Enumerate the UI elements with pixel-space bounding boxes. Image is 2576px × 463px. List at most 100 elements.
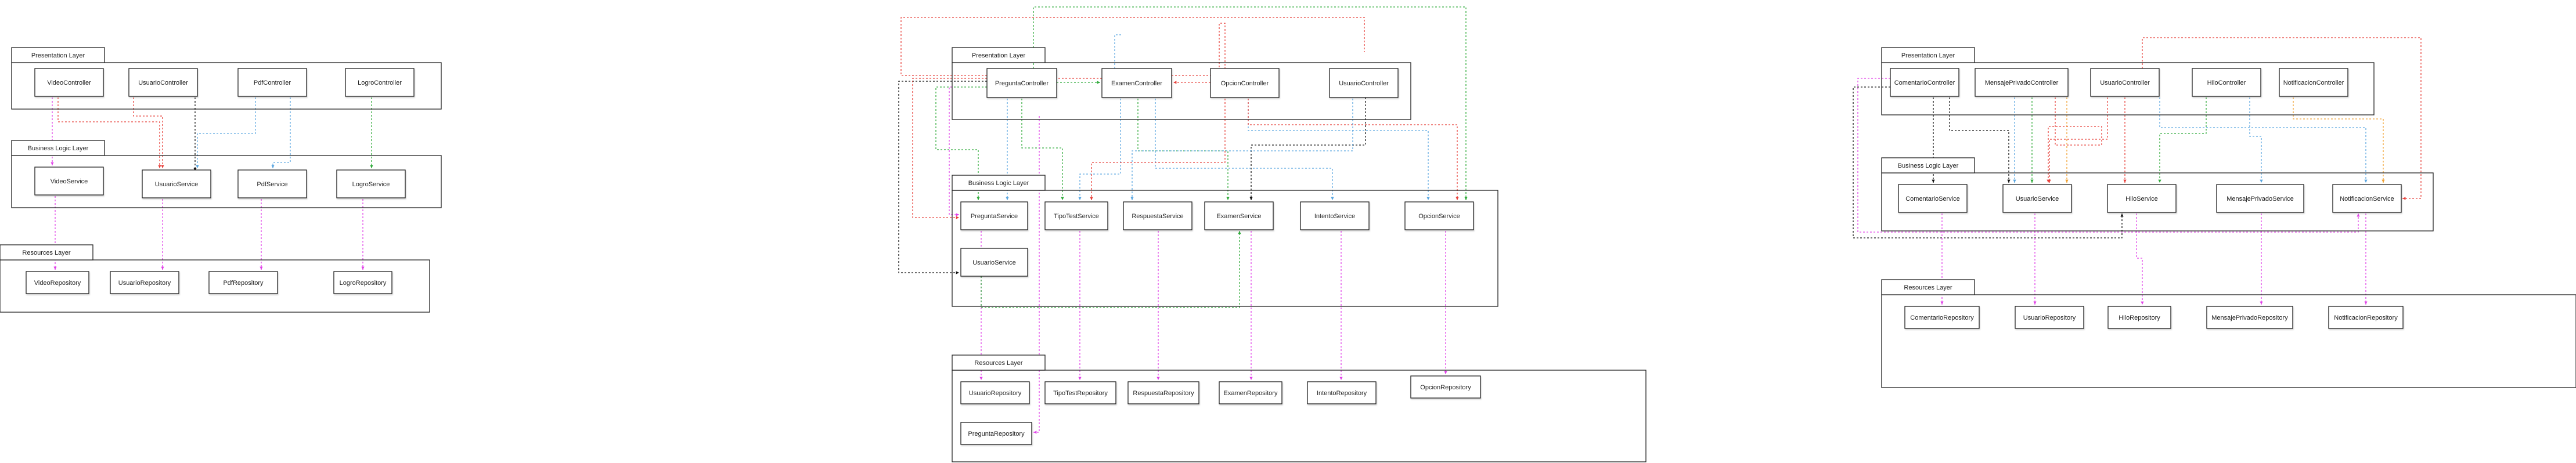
node-box [960, 422, 1032, 445]
diagram-3-node-notificacionservice: NotificacionService [2332, 184, 2402, 213]
diagram-2-node-respuestarepository: RespuestaRepository [1127, 381, 1199, 404]
edge-arrowhead-46 [2123, 179, 2127, 183]
edge-arrowhead-48 [2158, 179, 2161, 183]
edge-arrowhead-55 [2141, 301, 2144, 305]
node-box [2332, 184, 2402, 213]
diagram-3-resources-layer-frame [1881, 294, 2576, 388]
diagram-3-node-mensajeprivadorepository: MensajePrivadoRepository [2206, 306, 2293, 329]
diagram-3-business-logic-layer-tab [1881, 157, 1975, 173]
node-box [2192, 68, 2261, 97]
edge-green-48 [2159, 97, 2207, 183]
node-label: PdfRepository [223, 280, 264, 287]
edge-arrowhead-37 [1033, 431, 1037, 434]
edge-blue-49 [2249, 97, 2262, 183]
diagram-3-resources-layer-tab [1881, 279, 1975, 295]
edge-blue-51 [2159, 97, 2366, 183]
diagram-1-node-usuariocontroller: UsuarioController [128, 68, 198, 97]
node-label: PreguntaService [971, 213, 1018, 220]
edge-arrowhead-23 [1090, 197, 1093, 200]
edge-green-24 [1033, 6, 1467, 200]
node-label: VideoService [51, 178, 88, 185]
edge-blue-20 [1079, 99, 1121, 200]
edge-arrowhead-19 [956, 216, 959, 219]
node-box [34, 68, 104, 97]
diagram-3-node-hilocontroller: HiloController [2192, 68, 2261, 97]
diagram-1-business-logic-layer-title: Business Logic Layer [28, 145, 89, 152]
edge-arrowhead-32 [1078, 377, 1082, 380]
node-label: IntentoService [1314, 213, 1355, 220]
edge-arrowhead-31 [1238, 231, 1241, 234]
edge-arrowhead-10 [361, 266, 365, 270]
edge-arrowhead-27 [1455, 197, 1459, 200]
diagram-2-node-examenservice: ExamenService [1204, 201, 1274, 230]
edge-arrowhead-8 [161, 266, 164, 270]
node-box [2015, 306, 2084, 329]
edge-arrowhead-16 [1006, 197, 1009, 200]
node-box [1307, 381, 1377, 404]
edge-black-40 [1853, 86, 2123, 238]
diagram-3-node-usuarioservice: UsuarioService [2002, 184, 2072, 213]
edge-arrowhead-51 [2364, 179, 2368, 183]
node-label: PreguntaController [995, 80, 1049, 87]
edge-arrowhead-6 [370, 165, 373, 168]
edge-red-44 [2048, 97, 2102, 183]
node-label: UsuarioController [1339, 80, 1389, 87]
diagram-1-presentation-layer-title: Presentation Layer [31, 52, 85, 59]
edge-magenta-39 [1857, 78, 2359, 233]
node-label: UsuarioService [155, 181, 199, 188]
node-box [1890, 68, 1959, 97]
node-box [1329, 68, 1399, 98]
diagram-3-presentation-layer-frame [1881, 62, 2375, 115]
node-label: VideoRepository [34, 280, 81, 287]
node-label: PreguntaRepository [968, 431, 1025, 437]
edge-black-12 [898, 81, 987, 273]
node-box [1101, 68, 1172, 98]
diagram-2-node-preguntaservice: PreguntaService [960, 201, 1028, 230]
diagram-1-business-logic-layer-tab [11, 140, 105, 156]
edge-red-23 [1091, 23, 1226, 200]
diagram-2-business-logic-layer-frame [952, 190, 1498, 307]
node-box [960, 201, 1028, 230]
diagram-3-node-comentariorepository: ComentarioRepository [1904, 306, 1980, 329]
diagram-2-node-preguntacontroller: PreguntaController [986, 68, 1057, 98]
edge-blue-26 [1248, 99, 1429, 200]
node-box [1404, 201, 1474, 230]
edge-arrowhead-20 [1078, 197, 1082, 200]
diagram-2-presentation-layer-title: Presentation Layer [972, 52, 1026, 59]
edge-arrowhead-15 [977, 197, 980, 200]
edge-blue-4 [197, 97, 256, 168]
diagram-2-node-opcionrepository: OpcionRepository [1410, 375, 1481, 399]
edge-magenta-18 [949, 86, 959, 215]
diagram-3-node-hilorepository: HiloRepository [2107, 306, 2171, 329]
node-box [34, 167, 104, 196]
edge-arrowhead-5 [271, 165, 275, 168]
node-box [1410, 375, 1481, 399]
edge-arrowhead-0 [51, 162, 54, 165]
diagram-1-node-logroservice: LogroService [336, 169, 406, 198]
edge-arrowhead-52 [2382, 179, 2385, 183]
node-label: LogroController [358, 79, 402, 86]
edge-arrowhead-40 [2120, 214, 2124, 217]
edge-arrowhead-35 [1339, 377, 1343, 380]
edge-arrowhead-22 [1331, 197, 1334, 200]
diagram-3-resources-layer-title: Resources Layer [1904, 284, 1952, 291]
edge-arrowhead-45 [2065, 179, 2069, 183]
diagram-1-resources-layer-title: Resources Layer [22, 249, 70, 256]
node-box [333, 271, 392, 294]
diagram-1-node-pdfservice: PdfService [237, 169, 307, 198]
node-label: TipoTestService [1054, 213, 1099, 220]
node-box [960, 381, 1030, 404]
edge-red-47 [2049, 97, 2108, 183]
node-box [2090, 68, 2160, 97]
node-box [1204, 201, 1274, 230]
node-label: OpcionService [1418, 213, 1460, 220]
edge-arrowhead-3 [193, 168, 197, 171]
edge-green-31 [981, 231, 1240, 308]
edge-arrowhead-14 [1173, 81, 1177, 84]
edge-red-50 [2142, 37, 2422, 199]
edge-magenta-55 [2136, 214, 2143, 305]
node-box [142, 169, 211, 198]
node-label: HiloController [2207, 79, 2246, 86]
edges [51, 6, 2422, 434]
node-label: ExamenController [1111, 80, 1162, 87]
